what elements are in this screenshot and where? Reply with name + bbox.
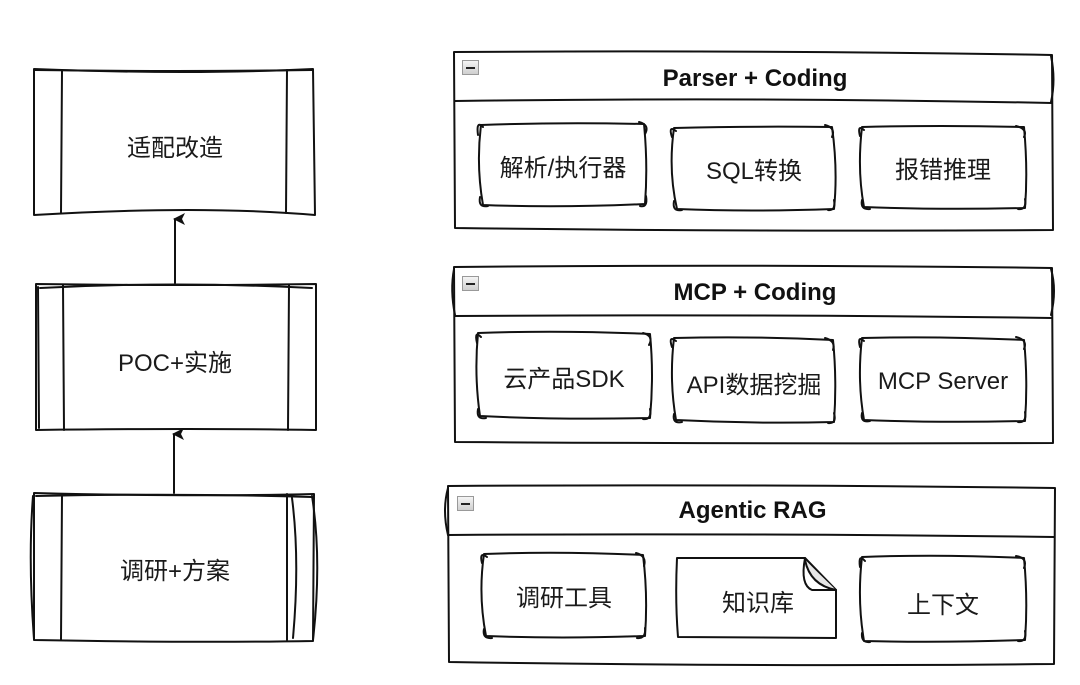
note-box bbox=[675, 557, 837, 639]
container-title-agentic-rag: Agentic RAG bbox=[678, 497, 827, 524]
step-label-poc: POC+实施 bbox=[117, 349, 233, 377]
item-box bbox=[858, 336, 1028, 423]
minus-icon[interactable] bbox=[462, 276, 479, 291]
process-box-poc bbox=[35, 283, 317, 431]
step-label-adapt: 适配改造 bbox=[127, 134, 223, 162]
item-label: 报错推理 bbox=[895, 156, 991, 184]
item-box bbox=[480, 551, 648, 639]
item-label: SQL转换 bbox=[705, 157, 803, 185]
item-box bbox=[475, 330, 653, 420]
container-title-mcp-coding: MCP + Coding bbox=[673, 279, 837, 306]
step-label-research: 调研+方案 bbox=[119, 557, 230, 585]
container-parser-coding bbox=[453, 50, 1055, 232]
item-box bbox=[858, 125, 1028, 210]
item-label: 上下文 bbox=[907, 591, 979, 619]
minus-icon[interactable] bbox=[462, 60, 479, 75]
item-label: API数据挖掘 bbox=[686, 371, 822, 399]
item-label: 云产品SDK bbox=[503, 365, 625, 393]
item-box bbox=[858, 554, 1028, 643]
container-agentic-rag bbox=[444, 484, 1056, 667]
item-label: 调研工具 bbox=[516, 584, 612, 612]
process-box-adapt bbox=[33, 68, 316, 216]
item-label: MCP Server bbox=[877, 368, 1009, 395]
item-label: 解析/执行器 bbox=[499, 154, 627, 182]
minus-icon[interactable] bbox=[457, 496, 474, 511]
container-mcp-coding bbox=[451, 264, 1055, 445]
process-box-research bbox=[29, 492, 319, 643]
container-title-parser-coding: Parser + Coding bbox=[662, 65, 848, 92]
item-label: 知识库 bbox=[722, 589, 794, 617]
